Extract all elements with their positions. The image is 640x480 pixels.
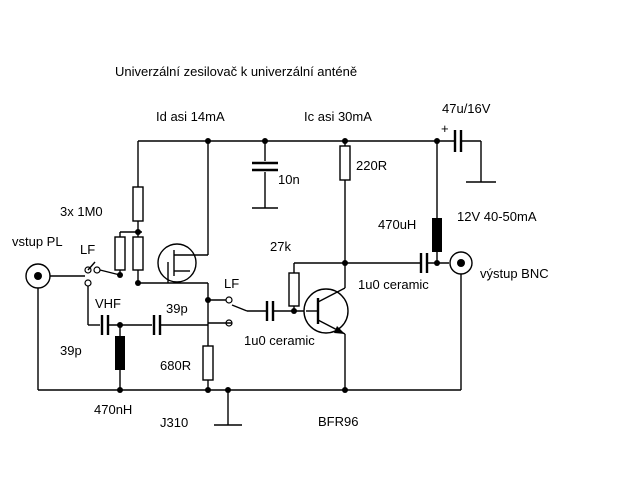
cap-47u: + [441,121,496,183]
cap-39p-left [100,315,152,335]
resistor-220r [339,141,351,181]
label-res-3x1m0: 3x 1M0 [60,204,103,219]
label-id-current: Id asi 14mA [156,109,225,124]
lf-switch [208,296,266,327]
inductor-470uh [432,141,442,263]
input-connector [25,263,85,390]
resistor-3x1m0 [114,186,144,283]
label-res-220r: 220R [356,158,387,173]
cap-plus-mark: + [441,121,449,136]
top-rail [137,140,455,187]
label-res-27k: 27k [270,239,291,254]
diagram-title: Univerzální zesilovač k univerzální anté… [115,64,357,79]
cap-10n [252,141,278,209]
cap-1u0-out [345,253,449,273]
ground-rail [38,389,461,426]
label-ind-470uh: 470uH [378,217,416,232]
label-supply: 12V 40-50mA [457,209,537,224]
label-bjt-bfr96: BFR96 [318,414,358,429]
cap-39p-right [152,315,208,335]
label-cap-39p-left: 39p [60,343,82,358]
label-cap-1u0-in: 1u0 ceramic [244,333,315,348]
output-connector [449,251,473,390]
label-ic-current: Ic asi 30mA [304,109,372,124]
junction-dots [117,138,440,393]
input-switch [84,261,121,326]
label-output-bnc: výstup BNC [480,266,549,281]
label-cap-39p-right: 39p [166,301,188,316]
label-input-pl: vstup PL [12,234,63,249]
label-fet-j310: J310 [160,415,188,430]
resistor-27k [288,262,345,311]
bjt-bfr96 [303,180,349,390]
cap-1u0-in [265,301,306,321]
label-ind-470nh: 470nH [94,402,132,417]
label-lf-left: LF [80,242,95,257]
label-cap-47u: 47u/16V [442,101,491,116]
label-cap-10n: 10n [278,172,300,187]
fet-j310 [138,141,209,346]
component-labels: Id asi 14mA Ic asi 30mA 47u/16V 10n 220R… [12,101,549,430]
label-res-680r: 680R [160,358,191,373]
label-cap-1u0-out: 1u0 ceramic [358,277,429,292]
inductor-470nh [115,325,125,390]
resistor-680r [202,345,214,390]
label-lf-right: LF [224,276,239,291]
label-vhf: VHF [95,296,121,311]
